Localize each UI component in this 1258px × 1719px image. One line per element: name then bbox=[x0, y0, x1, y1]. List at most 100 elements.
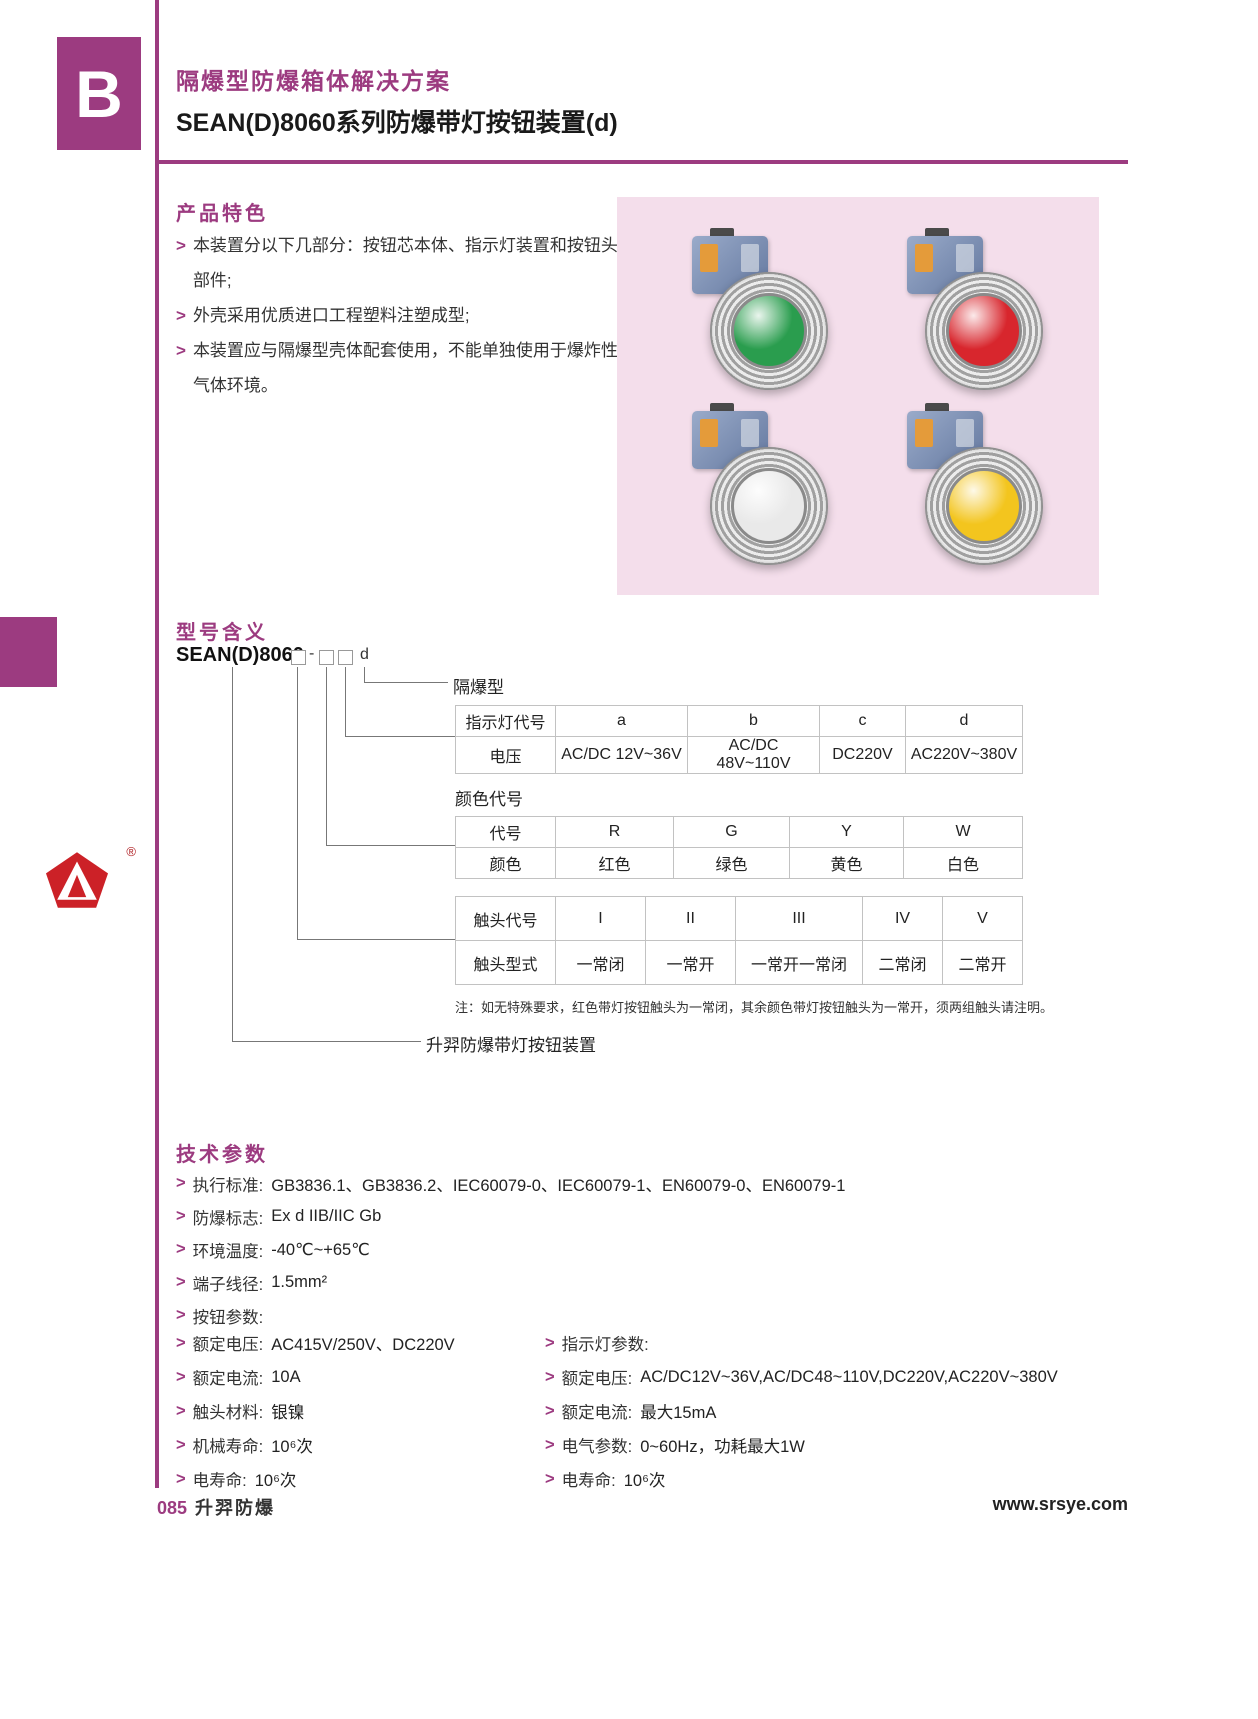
color-code-heading: 颜色代号 bbox=[455, 790, 523, 809]
contact-code-cell: I bbox=[555, 896, 646, 941]
tech-list-top: > 执行标准: GB3836.1、GB3836.2、IEC60079-0、IEC… bbox=[176, 1167, 845, 1332]
terminal-tab bbox=[709, 227, 734, 238]
connector-line-contact bbox=[297, 667, 455, 940]
contact-type-cell: 二常开 bbox=[942, 940, 1023, 985]
feature-text: 外壳采用优质进口工程塑料注塑成型; bbox=[192, 306, 470, 325]
bullet-icon: > bbox=[176, 1207, 186, 1225]
tech-row: > 触头材料: 银镍 bbox=[176, 1401, 305, 1423]
contact-code-cell: III bbox=[735, 896, 863, 941]
bullet-icon: > bbox=[176, 1174, 186, 1192]
contact-type-cell: 一常开一常闭 bbox=[735, 940, 863, 985]
color-cell: 绿色 bbox=[673, 847, 790, 879]
color-cell: 白色 bbox=[903, 847, 1023, 879]
contact-code-cell: II bbox=[645, 896, 736, 941]
model-code-box-voltage bbox=[338, 650, 353, 665]
footer-brand: 升羿防爆 bbox=[195, 1498, 276, 1518]
bullet-icon: > bbox=[176, 1273, 186, 1291]
tech-row: > 执行标准: GB3836.1、GB3836.2、IEC60079-0、IEC… bbox=[176, 1174, 846, 1195]
tech-list-button-params: > 额定电压: AC415V/250V、DC220V > 额定电流: 10A >… bbox=[176, 1326, 455, 1496]
color-code-cell: Y bbox=[789, 816, 904, 848]
button-lens bbox=[730, 292, 807, 369]
yellow-pushbutton-image bbox=[881, 402, 1051, 565]
color-code-cell: G bbox=[673, 816, 790, 848]
indicator-code-cell: c bbox=[819, 705, 906, 737]
tech-row: > 环境温度: -40℃~+65℃ bbox=[176, 1240, 370, 1261]
voltage-cell: DC220V bbox=[819, 736, 906, 774]
color-row-label: 颜色 bbox=[455, 847, 556, 879]
registered-trademark-icon: ® bbox=[126, 844, 136, 859]
flameproof-label: 隔爆型 bbox=[453, 678, 504, 697]
red-pushbutton-image bbox=[881, 227, 1051, 390]
bullet-icon: > bbox=[176, 1435, 186, 1454]
vertical-accent-rule bbox=[155, 0, 159, 1488]
tech-row: > 额定电流: 10A bbox=[176, 1367, 301, 1389]
header-divider bbox=[155, 160, 1128, 164]
color-code-row-label: 代号 bbox=[455, 816, 556, 848]
brand-logo: ® bbox=[44, 844, 136, 918]
bullet-icon: > bbox=[176, 341, 186, 360]
bullet-icon: > bbox=[176, 1306, 186, 1324]
tech-row: > 机械寿命: 10⁶次 bbox=[176, 1435, 313, 1457]
chrome-bezel bbox=[709, 446, 828, 565]
tech-row: > 按钮参数: bbox=[176, 1306, 264, 1327]
connector-line-voltage bbox=[345, 667, 455, 737]
bullet-icon: > bbox=[545, 1435, 555, 1454]
page-subtitle: SEAN(D)8060系列防爆带灯按钮装置(d) bbox=[176, 109, 618, 137]
section-letter-badge: B bbox=[57, 37, 141, 150]
bullet-icon: > bbox=[176, 1367, 186, 1386]
model-code-dash: - bbox=[309, 645, 315, 662]
tech-row: > 指示灯参数: bbox=[545, 1333, 649, 1355]
model-code-box-color bbox=[319, 650, 334, 665]
contact-type-row-label: 触头型式 bbox=[455, 940, 556, 985]
connector-line-color bbox=[326, 667, 455, 846]
color-cell: 红色 bbox=[555, 847, 674, 879]
tech-list-indicator-params: > 指示灯参数: > 额定电压: AC/DC12V~36V,AC/DC48~11… bbox=[545, 1326, 1058, 1496]
tech-row: > 电寿命: 10⁶次 bbox=[545, 1469, 666, 1491]
contact-code-cell: IV bbox=[862, 896, 943, 941]
tech-row: > 防爆标志: Ex d IIB/IIC Gb bbox=[176, 1207, 382, 1228]
chrome-bezel bbox=[924, 446, 1043, 565]
bullet-icon: > bbox=[176, 306, 186, 325]
tech-row: > 额定电流: 最大15mA bbox=[545, 1401, 717, 1423]
chrome-bezel bbox=[924, 271, 1043, 390]
section-letter: B bbox=[75, 56, 123, 131]
bullet-icon: > bbox=[176, 1401, 186, 1420]
model-code-prefix: SEAN(D)8060 bbox=[176, 644, 304, 666]
voltage-cell: AC/DC 48V~110V bbox=[687, 736, 820, 774]
terminal-tab bbox=[709, 402, 734, 413]
bullet-icon: > bbox=[176, 236, 186, 255]
indicator-code-cell: d bbox=[905, 705, 1023, 737]
green-pushbutton-image bbox=[666, 227, 836, 390]
tech-section-title: 技术参数 bbox=[176, 1144, 268, 1166]
chrome-bezel bbox=[709, 271, 828, 390]
connector-line-product bbox=[232, 667, 421, 1042]
model-code-suffix: d bbox=[360, 646, 369, 663]
button-lens bbox=[945, 467, 1022, 544]
voltage-cell: AC220V~380V bbox=[905, 736, 1023, 774]
indicator-row-label: 指示灯代号 bbox=[455, 705, 556, 737]
product-photo-panel bbox=[617, 197, 1099, 595]
contact-note: 注：如无特殊要求，红色带灯按钮触头为一常闭，其余颜色带灯按钮触头为一常开，须两组… bbox=[455, 1000, 1054, 1015]
white-pushbutton-image bbox=[666, 402, 836, 565]
terminal-tab bbox=[924, 402, 949, 413]
voltage-cell: AC/DC 12V~36V bbox=[555, 736, 688, 774]
voltage-row-label: 电压 bbox=[455, 736, 556, 774]
tech-row: > 电气参数: 0~60Hz，功耗最大1W bbox=[545, 1435, 805, 1457]
features-list: > 本装置分以下几部分：按钮芯本体、指示灯装置和按钮头部件; > 外壳采用优质进… bbox=[176, 228, 628, 403]
bullet-icon: > bbox=[545, 1469, 555, 1488]
tech-row: > 额定电压: AC/DC12V~36V,AC/DC48~110V,DC220V… bbox=[545, 1367, 1058, 1389]
features-section-title: 产品特色 bbox=[176, 203, 268, 225]
page-title: 隔爆型防爆箱体解决方案 bbox=[176, 68, 451, 94]
feature-text: 本装置应与隔爆型壳体配套使用，不能单独使用于爆炸性气体环境。 bbox=[192, 341, 618, 395]
bullet-icon: > bbox=[545, 1333, 555, 1352]
color-code-table: 代号 R G Y W 颜色 红色 绿色 黄色 白色 bbox=[455, 816, 1023, 879]
indicator-voltage-table: 指示灯代号 a b c d 电压 AC/DC 12V~36V AC/DC 48V… bbox=[455, 705, 1023, 774]
feature-item: > 外壳采用优质进口工程塑料注塑成型; bbox=[176, 298, 628, 333]
feature-item: > 本装置分以下几部分：按钮芯本体、指示灯装置和按钮头部件; bbox=[176, 228, 628, 298]
color-cell: 黄色 bbox=[789, 847, 904, 879]
footer-left: 085 升羿防爆 bbox=[157, 1494, 275, 1520]
edge-accent-block bbox=[0, 617, 57, 687]
contact-code-cell: V bbox=[942, 896, 1023, 941]
page-number: 085 bbox=[157, 1498, 188, 1518]
